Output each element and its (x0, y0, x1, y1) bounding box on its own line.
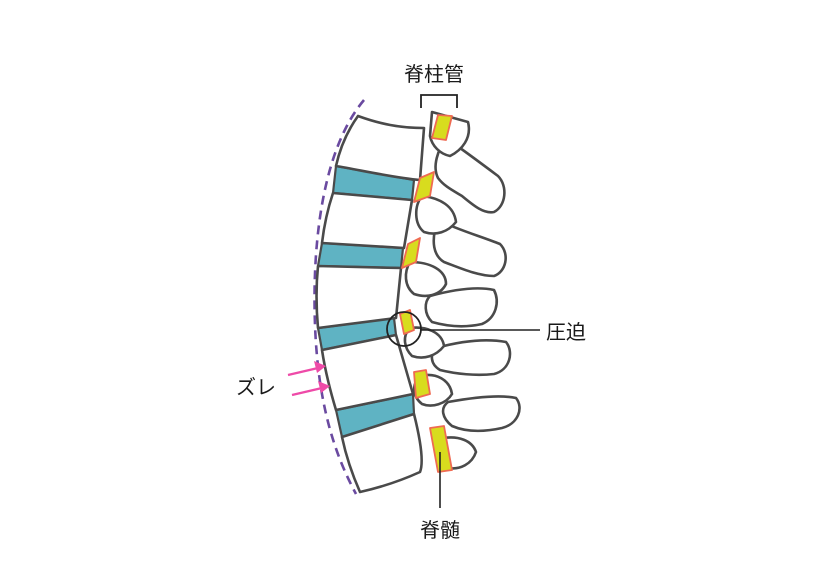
spinal-cord-label: 脊髄 (420, 518, 460, 542)
facet-joint-3 (404, 260, 448, 298)
canal-segment-6 (429, 425, 453, 473)
vertebra-body-2 (320, 191, 414, 250)
vertebra-body-3 (315, 264, 403, 330)
vertebra-body-4 (320, 333, 415, 412)
vertebra-body-1 (334, 114, 426, 182)
spinous-process-2 (432, 218, 507, 278)
spinal-canal-label: 脊柱管 (404, 62, 464, 86)
vertebra-body-5 (340, 412, 423, 494)
slippage-arrows (287, 361, 330, 397)
spinal-canal-bracket (420, 94, 458, 108)
spinous-process-5 (441, 395, 521, 433)
spinous-process-3 (424, 287, 498, 328)
spine-curvature-dashed-line (313, 99, 365, 495)
right-arrow-icon (291, 386, 323, 397)
spinal-canal-segments (399, 114, 453, 473)
right-arrow-head (314, 361, 326, 373)
compression-label: 圧迫 (546, 320, 586, 344)
right-arrow-icon (287, 366, 319, 377)
canal-segment-2 (413, 171, 435, 203)
canal-segment-5 (413, 369, 431, 399)
spinous-process-1 (434, 136, 506, 214)
slippage-label: ズレ (236, 375, 276, 399)
vertebral-bodies (315, 114, 426, 494)
compression-circle-icon (386, 311, 422, 347)
facet-joint-4 (403, 326, 446, 359)
right-arrow-head (318, 381, 330, 393)
canal-segment-1 (431, 114, 453, 141)
spinous-process-4 (430, 339, 512, 377)
facet-joint-2 (414, 194, 458, 235)
canal-segment-3 (401, 237, 421, 269)
